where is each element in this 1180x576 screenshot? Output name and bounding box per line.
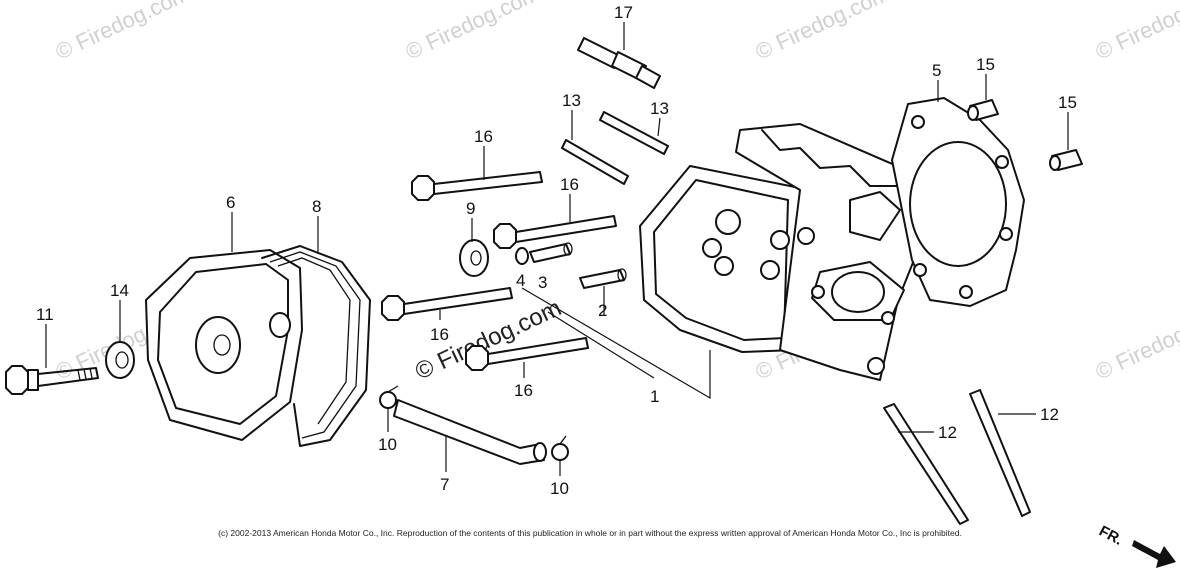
part-4-clip xyxy=(515,247,529,265)
callout-11: 11 xyxy=(36,305,54,324)
callout-6: 6 xyxy=(226,193,235,212)
part-13-stud-right xyxy=(599,111,669,155)
part-16-bolt-left xyxy=(381,287,513,321)
watermark: © Firedog.com xyxy=(52,0,194,65)
part-13-stud-left xyxy=(561,139,629,185)
part-16-bolt-top xyxy=(411,171,543,201)
part-16-bolt-low xyxy=(465,337,589,371)
callout-9: 9 xyxy=(466,199,475,218)
callout-16-left: 16 xyxy=(430,325,449,344)
callout-10-left: 10 xyxy=(378,435,397,454)
callout-13-left: 13 xyxy=(562,91,581,110)
watermark: © Firedog.com xyxy=(752,0,894,65)
callout-10-right: 10 xyxy=(550,479,569,498)
callout-4: 4 xyxy=(516,271,525,290)
callout-14: 14 xyxy=(110,281,129,300)
callout-15-right: 15 xyxy=(1058,93,1077,112)
part-14-washer xyxy=(105,341,135,379)
part-9-washer xyxy=(459,239,489,277)
callout-1: 1 xyxy=(650,387,659,406)
callouts: 17 5 15 15 13 13 16 16 9 6 8 4 3 2 11 14… xyxy=(36,3,1077,498)
callout-16-mid: 16 xyxy=(560,175,579,194)
copyright-notice: (c) 2002-2013 American Honda Motor Co., … xyxy=(218,528,962,538)
callout-8: 8 xyxy=(312,197,321,216)
part-1-cylinder-head xyxy=(639,123,931,381)
callout-15-left: 15 xyxy=(976,55,995,74)
part-17-spark-plug xyxy=(577,37,661,89)
callout-13-right: 13 xyxy=(650,99,669,118)
callout-3: 3 xyxy=(538,273,547,292)
part-10-clip-left xyxy=(379,385,399,409)
watermark: © Firedog.com xyxy=(402,0,544,65)
part-11-bolt xyxy=(5,365,99,395)
callout-16-low: 16 xyxy=(514,381,533,400)
part-12-stud-right xyxy=(969,389,1031,517)
part-6-cylinder-head-cover xyxy=(145,249,303,441)
part-7-breather-tube xyxy=(393,399,547,465)
watermark: © Firedog.com xyxy=(1092,301,1180,385)
part-8-cover-gasket xyxy=(261,245,371,447)
part-2-dowel xyxy=(579,268,627,289)
callout-16-top: 16 xyxy=(474,127,493,146)
callout-2: 2 xyxy=(598,301,607,320)
part-12-stud-left xyxy=(883,403,969,525)
leader-lines xyxy=(45,22,1069,476)
part-15-dowel-left xyxy=(967,99,999,121)
watermark: © Firedog.com xyxy=(1092,0,1180,65)
callout-12-right: 12 xyxy=(1040,405,1059,424)
part-3-dowel xyxy=(529,242,573,263)
callout-7: 7 xyxy=(440,475,449,494)
part-16-bolt-mid xyxy=(493,215,617,249)
callout-17: 17 xyxy=(614,3,633,22)
front-arrow-icon xyxy=(1132,540,1176,568)
part-10-clip-right xyxy=(551,435,569,461)
callout-5: 5 xyxy=(932,61,941,80)
part-5-head-gasket xyxy=(891,97,1025,307)
callout-12-left: 12 xyxy=(938,423,957,442)
part-15-dowel-right xyxy=(1049,149,1083,171)
